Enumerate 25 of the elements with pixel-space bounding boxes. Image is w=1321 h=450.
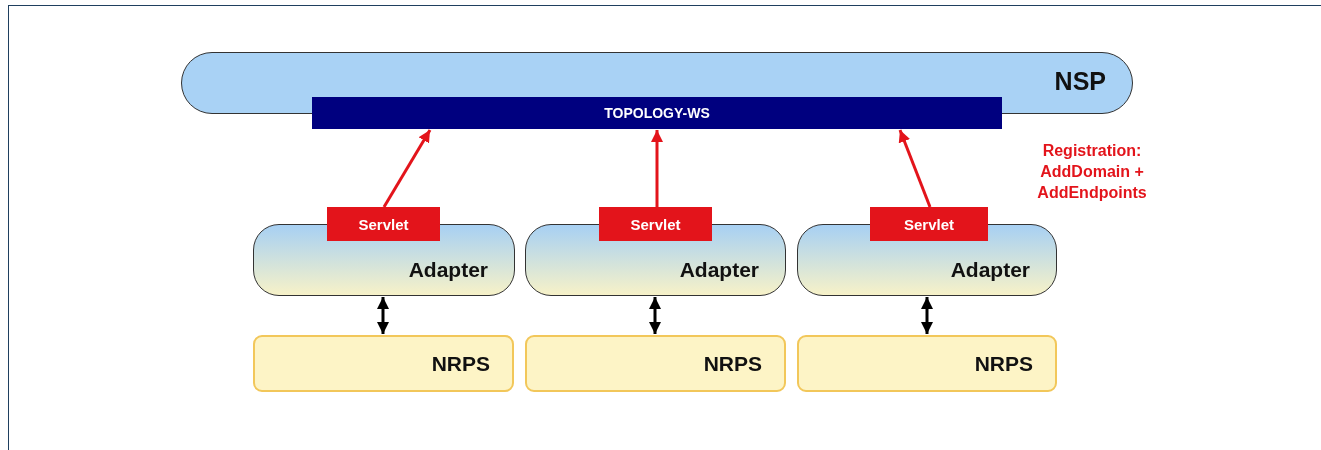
node-label: Adapter: [679, 258, 759, 282]
resource-box: [253, 335, 514, 392]
arrow: [898, 129, 932, 208]
servlet-box: [870, 207, 988, 241]
node-label: Servlet: [630, 215, 681, 233]
node-label: TOPOLOGY-WS: [604, 105, 710, 121]
arrow: [649, 297, 661, 334]
node-label: NRPS: [703, 351, 762, 376]
node-label: Servlet: [903, 215, 954, 233]
servlet-box: [327, 207, 440, 241]
node-label: Adapter: [950, 258, 1030, 282]
servlet-box: [599, 207, 712, 241]
node-label: NRPS: [431, 351, 490, 376]
node-label: Adapter: [408, 258, 488, 282]
service-bar: [312, 97, 1002, 129]
annotation-text: Registration: AddDomain + AddEndpoints: [1036, 141, 1148, 203]
resource-box: [797, 335, 1057, 392]
arrow: [377, 297, 389, 334]
arrow: [382, 129, 432, 208]
arrow: [921, 297, 933, 334]
node-label: NSP: [1054, 67, 1106, 96]
node-label: Servlet: [358, 215, 409, 233]
arrow: [651, 130, 663, 207]
node-label: NRPS: [974, 351, 1033, 376]
resource-box: [525, 335, 786, 392]
